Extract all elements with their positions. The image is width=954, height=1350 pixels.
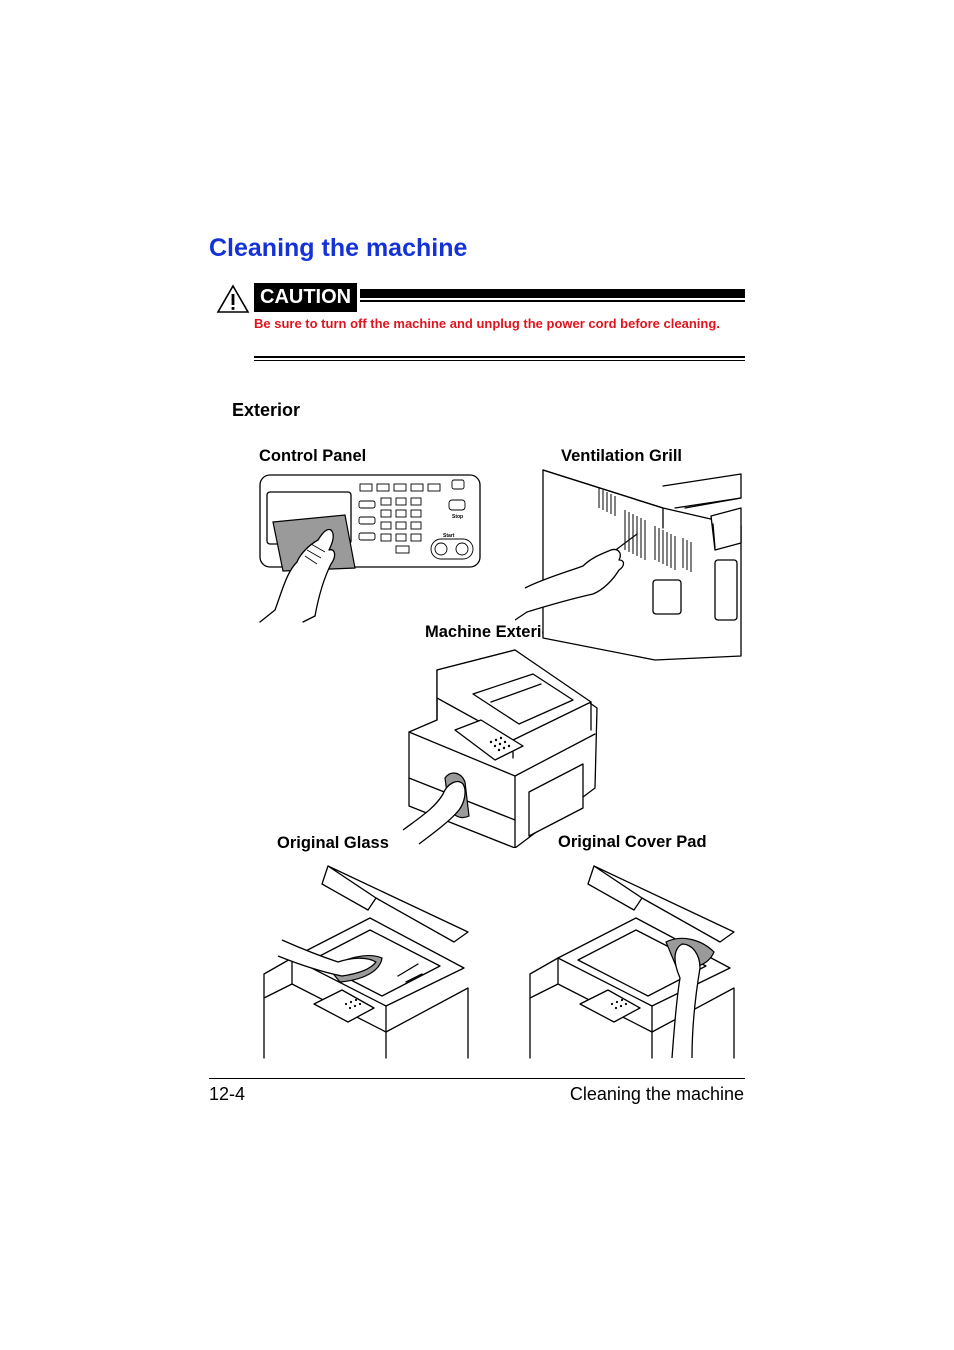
panel-stop-label: Stop [452, 514, 463, 520]
caution-bottom-rule-thin [254, 360, 745, 361]
panel-start-label: Start [443, 533, 455, 539]
caution-text: Be sure to turn off the machine and unpl… [254, 316, 720, 331]
original-glass-illustration [263, 865, 469, 1059]
ventilation-grill-illustration [515, 469, 742, 661]
label-ventilation-grill: Ventilation Grill [561, 447, 683, 465]
label-machine-exterior: Machine Exterior [425, 623, 558, 641]
label-original-cover-pad: Original Cover Pad [558, 833, 707, 851]
page-number: 12-4 [209, 1084, 246, 1104]
original-cover-pad-illustration [529, 865, 735, 1059]
warning-triangle-icon [216, 284, 250, 313]
footer-rule [209, 1078, 745, 1079]
footer-chapter-title: Cleaning the machine [569, 1084, 744, 1104]
subsection-title: Exterior [232, 400, 301, 420]
caution-label: CAUTION [254, 283, 358, 312]
control-panel-illustration: Stop Start [259, 474, 481, 623]
machine-exterior-illustration [402, 649, 598, 848]
caution-bottom-rule [254, 356, 745, 358]
page-title: Cleaning the machine [209, 234, 468, 262]
caution-rule-thin [360, 300, 745, 302]
caution-rule-thick [360, 289, 745, 298]
label-original-glass: Original Glass [277, 834, 389, 852]
label-control-panel: Control Panel [259, 447, 367, 465]
